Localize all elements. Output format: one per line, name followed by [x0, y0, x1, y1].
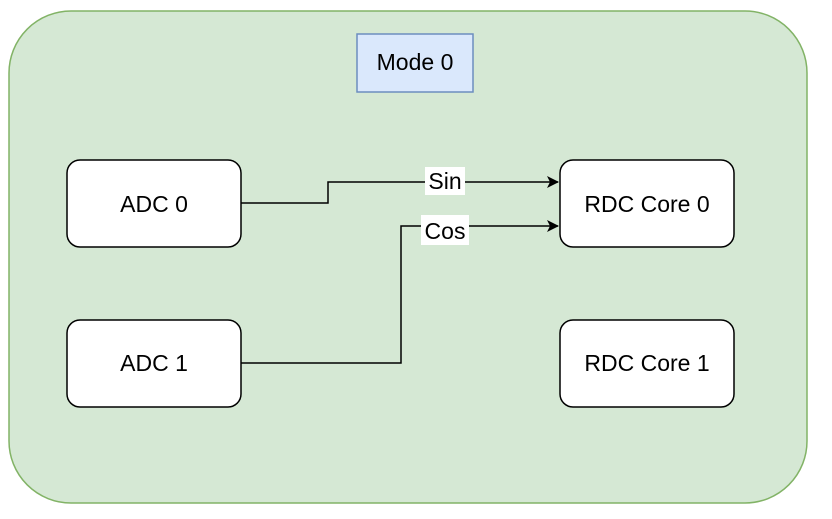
edge-sin-label: Sin — [428, 168, 461, 194]
node-rdc-core-0 — [559, 159, 735, 248]
node-rdc-core-1 — [559, 319, 735, 408]
edge-sin-label-bg — [425, 167, 465, 195]
edge-cos-label-bg — [421, 215, 469, 245]
edge-cos-label: Cos — [425, 218, 466, 244]
mode-title-label: Mode 0 — [377, 49, 454, 75]
node-adc-0 — [66, 159, 242, 248]
mode-title-box — [356, 33, 474, 93]
node-adc-1 — [66, 319, 242, 408]
node-adc-0-label: ADC 0 — [120, 191, 188, 217]
edge-cos — [241, 220, 559, 364]
node-adc-1-label: ADC 1 — [120, 350, 188, 376]
node-rdc-core-0-label: RDC Core 0 — [584, 191, 709, 217]
node-rdc-core-1-label: RDC Core 1 — [584, 350, 709, 376]
